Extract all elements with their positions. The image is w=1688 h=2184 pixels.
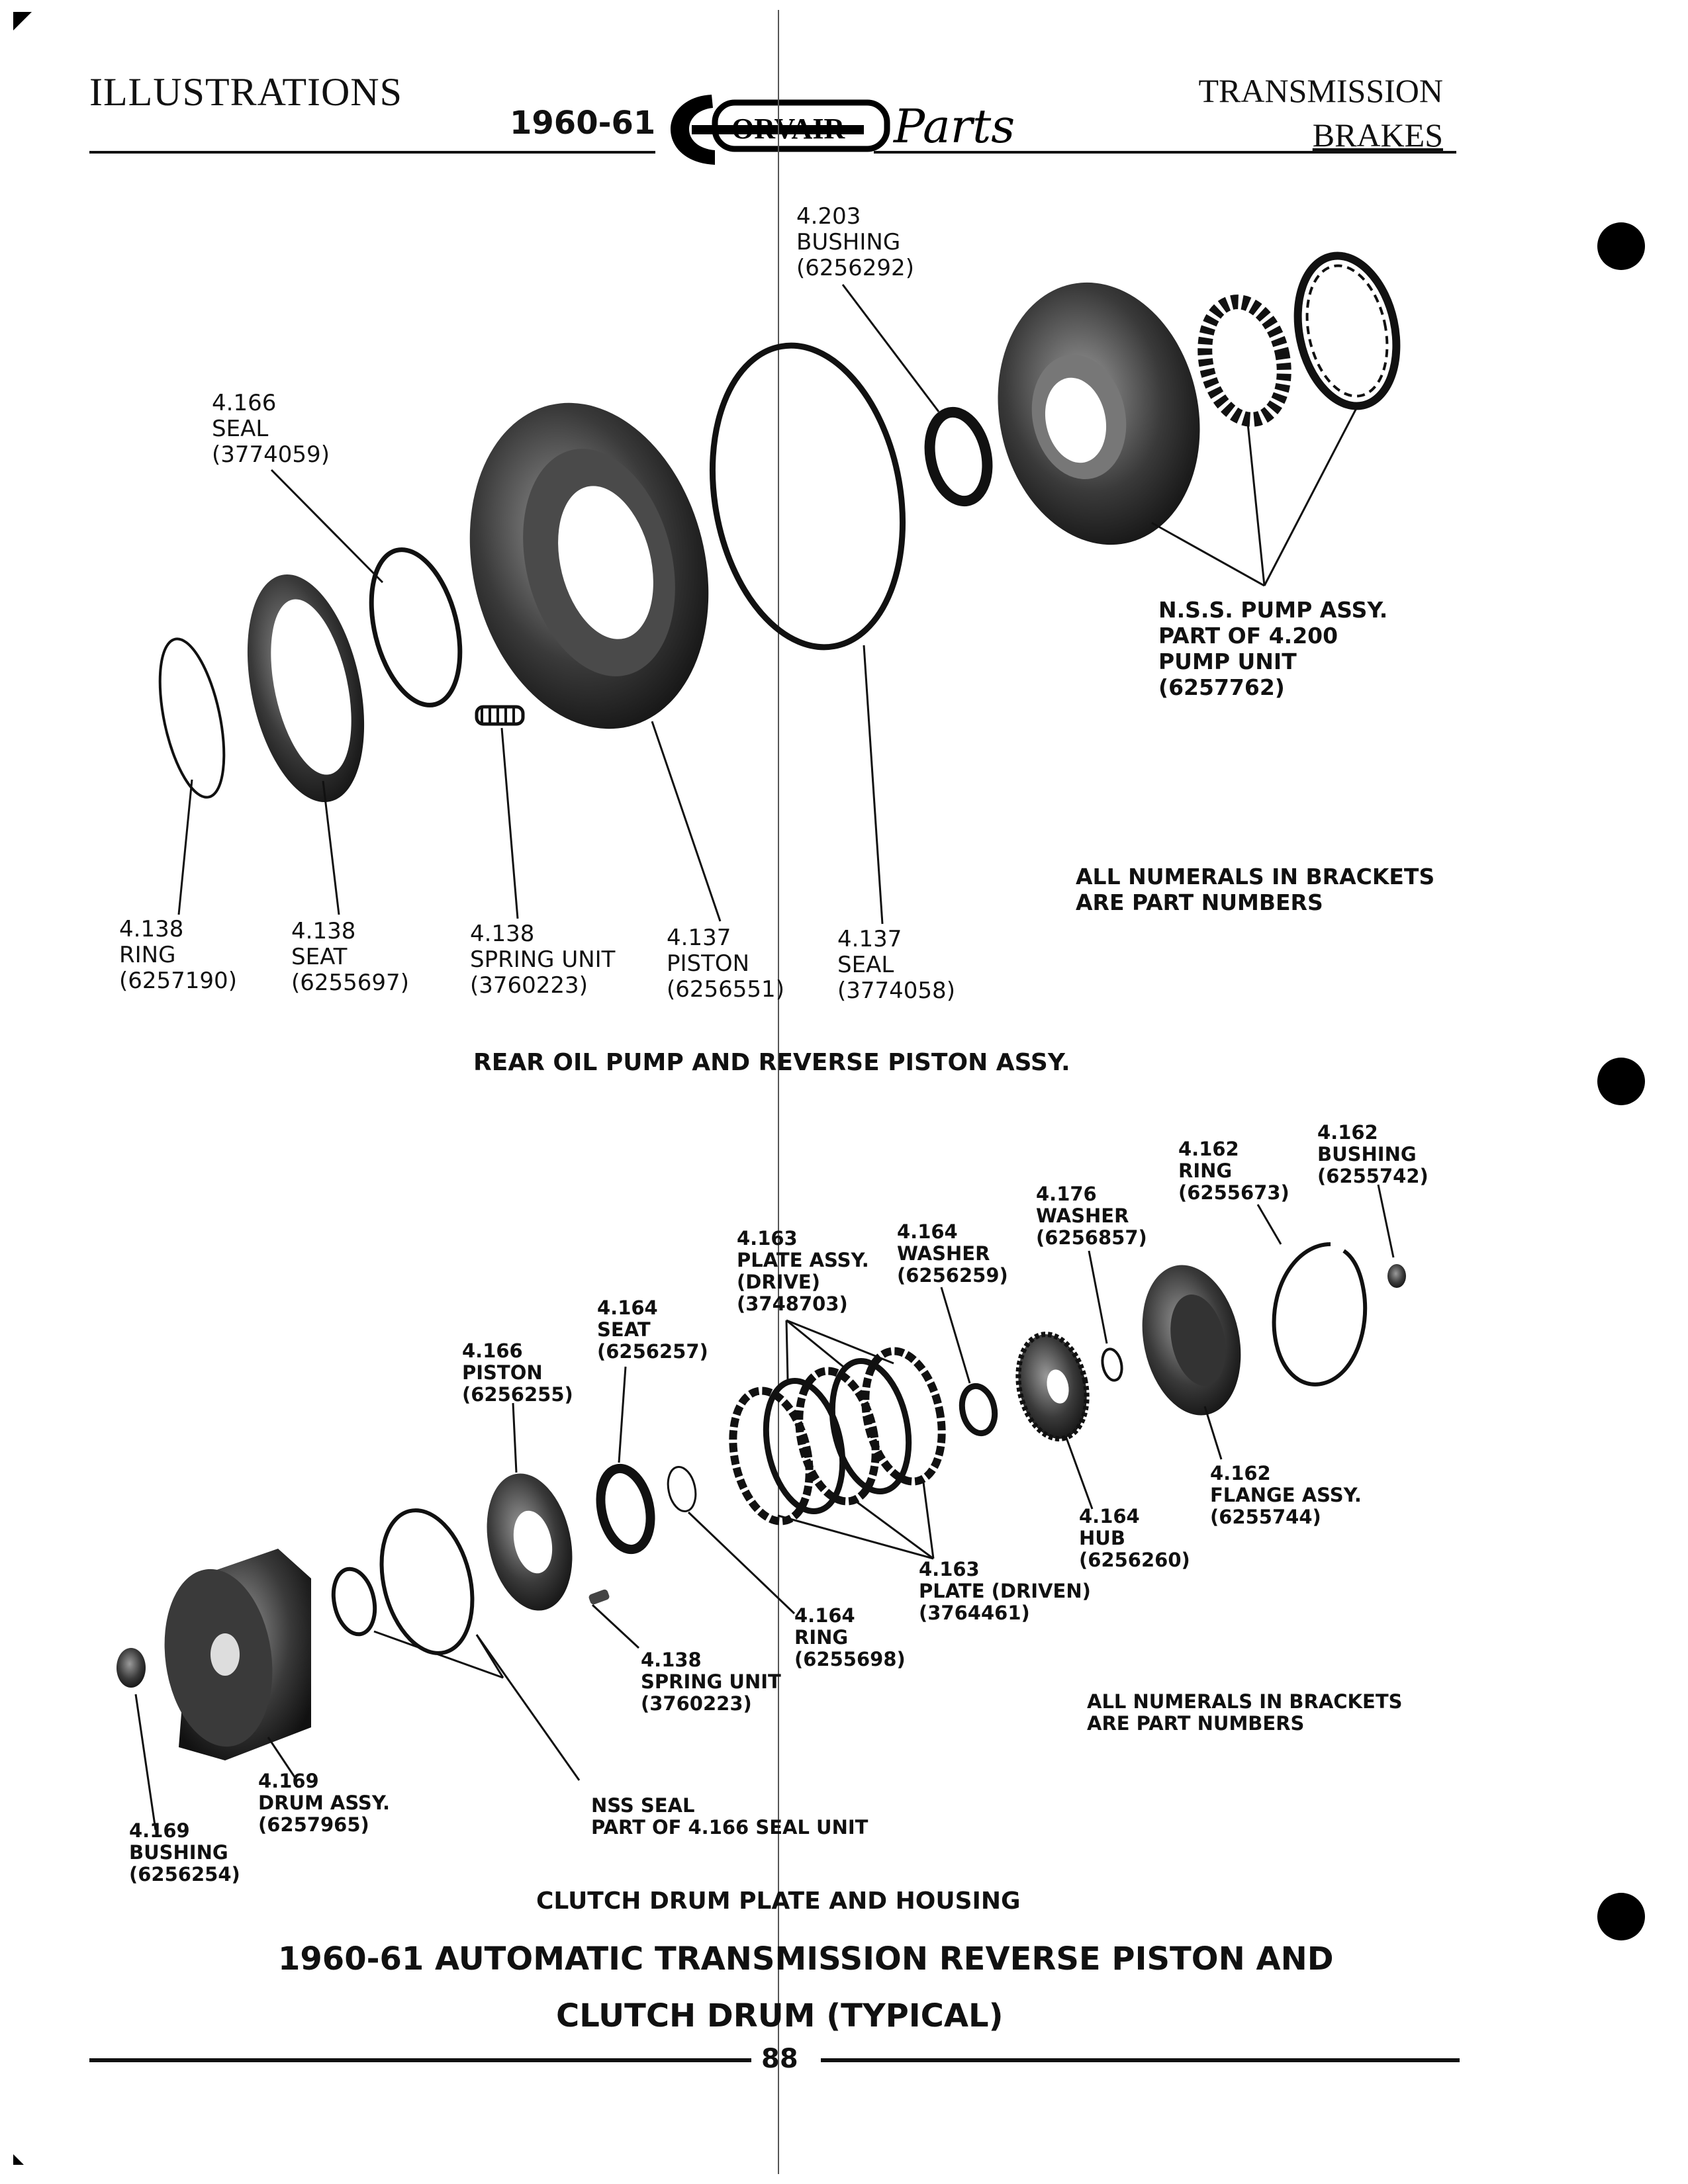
flange-4162-part <box>1142 1265 1241 1416</box>
page-number: 88 <box>761 2044 798 2074</box>
label-ring-4162: 4.162 RING (6255673) <box>1178 1138 1289 1204</box>
corvair-logo: ORVAIR Parts <box>665 89 1036 171</box>
label-spring-unit-4138: 4.138 SPRING UNIT (3760223) <box>470 921 616 999</box>
spring-unit-lower-part <box>588 1589 610 1605</box>
label-bushing-4203: 4.203 BUSHING (6256292) <box>796 203 914 281</box>
punch-hole <box>1597 222 1645 270</box>
drum-seal-small-part <box>331 1567 377 1637</box>
label-hub-4164: 4.164 HUB (6256260) <box>1079 1505 1190 1571</box>
clutch-plates-part <box>729 1347 946 1525</box>
page-title-line1: 1960-61 AUTOMATIC TRANSMISSION REVERSE P… <box>278 1940 1334 1978</box>
seal-4166-part <box>369 547 463 707</box>
punch-hole <box>1597 1893 1645 1940</box>
label-ring-4138: 4.138 RING (6257190) <box>119 916 237 994</box>
scan-fold-line <box>778 10 779 2174</box>
hub-4164-part <box>1015 1332 1090 1441</box>
caption-top-diagram: REAR OIL PUMP AND REVERSE PISTON ASSY. <box>473 1049 1070 1076</box>
seal-4137-part <box>709 342 906 651</box>
label-ring-4164: 4.164 RING (6255698) <box>794 1604 906 1670</box>
washer-4164-part <box>959 1383 998 1437</box>
piston-4166-part <box>487 1473 573 1611</box>
drum-seal-large-part <box>379 1508 475 1655</box>
label-note-bottom: ALL NUMERALS IN BRACKETS ARE PART NUMBER… <box>1087 1690 1403 1735</box>
brand-script-text: Parts <box>892 99 1015 154</box>
corner-mark <box>13 12 32 30</box>
section-title: ILLUSTRATIONS <box>89 70 402 114</box>
category-line2: BRAKES <box>1312 116 1443 154</box>
pump-gear-part <box>1197 295 1291 427</box>
seat-4138-part <box>247 574 365 803</box>
label-seat-4138: 4.138 SEAT (6255697) <box>291 918 409 996</box>
page-title-line2: CLUTCH DRUM (TYPICAL) <box>556 1997 1004 2034</box>
bushing-4169-part <box>117 1648 146 1688</box>
label-pump-assy: N.S.S. PUMP ASSY. PART OF 4.200 PUMP UNI… <box>1158 597 1388 700</box>
bushing-4162-part <box>1387 1264 1406 1288</box>
header-year: 1960-61 <box>510 105 656 142</box>
label-nss-seal: NSS SEAL PART OF 4.166 SEAL UNIT <box>591 1794 868 1839</box>
label-drum-4169: 4.169 DRUM ASSY. (6257965) <box>258 1770 391 1836</box>
label-piston-4166: 4.166 PISTON (6256255) <box>462 1340 573 1406</box>
label-seal-4166: 4.166 SEAL (3774059) <box>212 390 330 468</box>
ring-4138-part <box>158 637 226 799</box>
ring-4162-part <box>1272 1242 1368 1387</box>
header-rule-left <box>89 151 655 154</box>
label-seat-4164: 4.164 SEAT (6256257) <box>597 1297 708 1363</box>
label-flange-4162: 4.162 FLANGE ASSY. (6255744) <box>1210 1462 1362 1528</box>
top-leader-lines <box>177 284 1358 925</box>
pump-ring-part <box>1293 251 1401 410</box>
label-plate-driven-4163: 4.163 PLATE (DRIVEN) (3764461) <box>919 1558 1091 1624</box>
corner-mark <box>13 2154 24 2165</box>
bushing-4203-part <box>924 406 993 507</box>
label-washer-4176: 4.176 WASHER (6256857) <box>1036 1183 1147 1249</box>
label-piston-4137: 4.137 PISTON (6256551) <box>667 925 784 1003</box>
label-bushing-4162: 4.162 BUSHING (6255742) <box>1317 1121 1429 1187</box>
caption-bottom-diagram: CLUTCH DRUM PLATE AND HOUSING <box>536 1888 1021 1915</box>
bottom-leader-lines <box>134 1184 1395 1831</box>
label-plate-drive-4163: 4.163 PLATE ASSY. (DRIVE) (3748703) <box>737 1227 869 1315</box>
seat-4164-part <box>596 1463 655 1555</box>
footer-rule-right <box>821 2058 1460 2062</box>
label-seal-4137: 4.137 SEAL (3774058) <box>837 926 955 1004</box>
brand-text: ORVAIR <box>731 113 845 145</box>
footer-rule-left <box>89 2058 751 2062</box>
header-rule-right <box>874 151 1456 154</box>
ring-4164-part <box>667 1465 697 1513</box>
pump-body-part <box>998 282 1200 545</box>
label-washer-4164: 4.164 WASHER (6256259) <box>897 1220 1008 1287</box>
piston-4137-part <box>469 402 709 729</box>
spring-unit-part <box>475 705 525 726</box>
drum-assy-part <box>164 1549 311 1760</box>
label-note-top: ALL NUMERALS IN BRACKETS ARE PART NUMBER… <box>1076 864 1435 915</box>
label-spring-unit-lower: 4.138 SPRING UNIT (3760223) <box>641 1649 781 1715</box>
punch-hole <box>1597 1058 1645 1105</box>
category-line1: TRANSMISSION <box>1198 72 1443 109</box>
washer-4176-part <box>1101 1347 1123 1382</box>
label-bushing-4169: 4.169 BUSHING (6256254) <box>129 1819 240 1886</box>
